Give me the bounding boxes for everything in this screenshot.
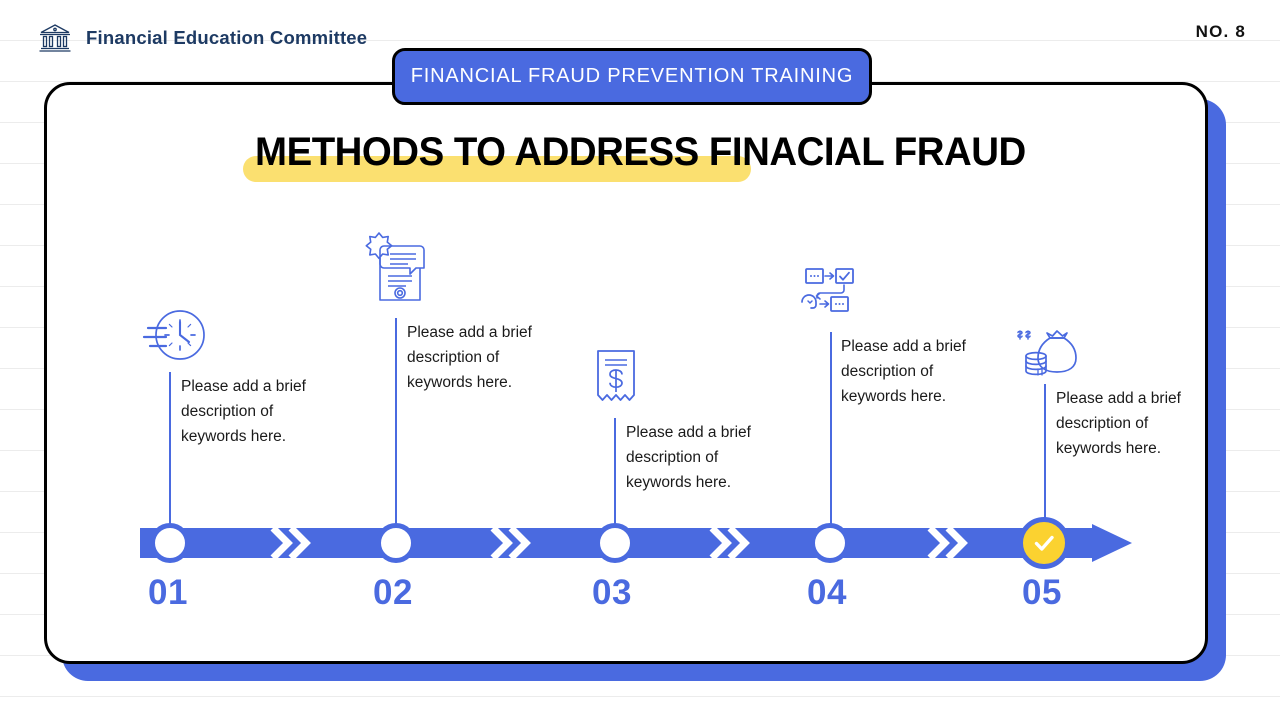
timeline-stem <box>1044 384 1046 524</box>
check-icon <box>1029 528 1059 558</box>
banner-label: FINANCIAL FRAUD PREVENTION TRAINING <box>410 65 854 87</box>
timeline-stem <box>830 332 832 534</box>
timeline-stem <box>395 318 397 534</box>
timeline-node-01[interactable] <box>150 523 190 563</box>
page-title: METHODS TO ADDRESS FINACIAL FRAUD <box>254 130 1026 174</box>
page-header: Financial Education Committee NO. 8 <box>0 20 1280 56</box>
money-bag-coins-icon <box>1014 325 1080 383</box>
dollar-receipt-icon <box>590 349 642 411</box>
step-description: Please add a brief description of keywor… <box>407 324 532 391</box>
slide-title-container: METHODS TO ADDRESS FINACIAL FRAUD <box>0 130 1280 190</box>
bank-building-icon <box>38 23 72 53</box>
step-number-01: 01 <box>148 573 188 612</box>
timeline-connector-bar <box>140 524 1132 562</box>
brand-title: Financial Education Committee <box>86 27 368 48</box>
step-description: Please add a brief description of keywor… <box>626 424 751 491</box>
timeline-stem <box>169 372 171 534</box>
step-number-03: 03 <box>592 573 632 612</box>
certificate-award-icon <box>362 232 438 304</box>
page-number: NO. 8 <box>1195 22 1246 41</box>
step-description: Please add a brief description of keywor… <box>841 338 966 405</box>
timeline-node-03[interactable] <box>595 523 635 563</box>
timeline-stem <box>614 418 616 534</box>
process-flow-check-icon <box>800 266 864 316</box>
clock-speed-icon <box>142 306 210 368</box>
step-number-04: 04 <box>807 573 847 612</box>
timeline-node-05[interactable] <box>1018 517 1070 569</box>
step-description: Please add a brief description of keywor… <box>181 378 306 445</box>
training-banner: FINANCIAL FRAUD PREVENTION TRAINING <box>392 48 872 105</box>
step-description: Please add a brief description of keywor… <box>1056 390 1181 457</box>
title-highlight-band <box>242 156 751 182</box>
step-number-05: 05 <box>1022 573 1062 612</box>
step-number-02: 02 <box>373 573 413 612</box>
timeline-node-04[interactable] <box>810 523 850 563</box>
brand-lockup: Financial Education Committee <box>38 20 367 56</box>
timeline-node-02[interactable] <box>376 523 416 563</box>
